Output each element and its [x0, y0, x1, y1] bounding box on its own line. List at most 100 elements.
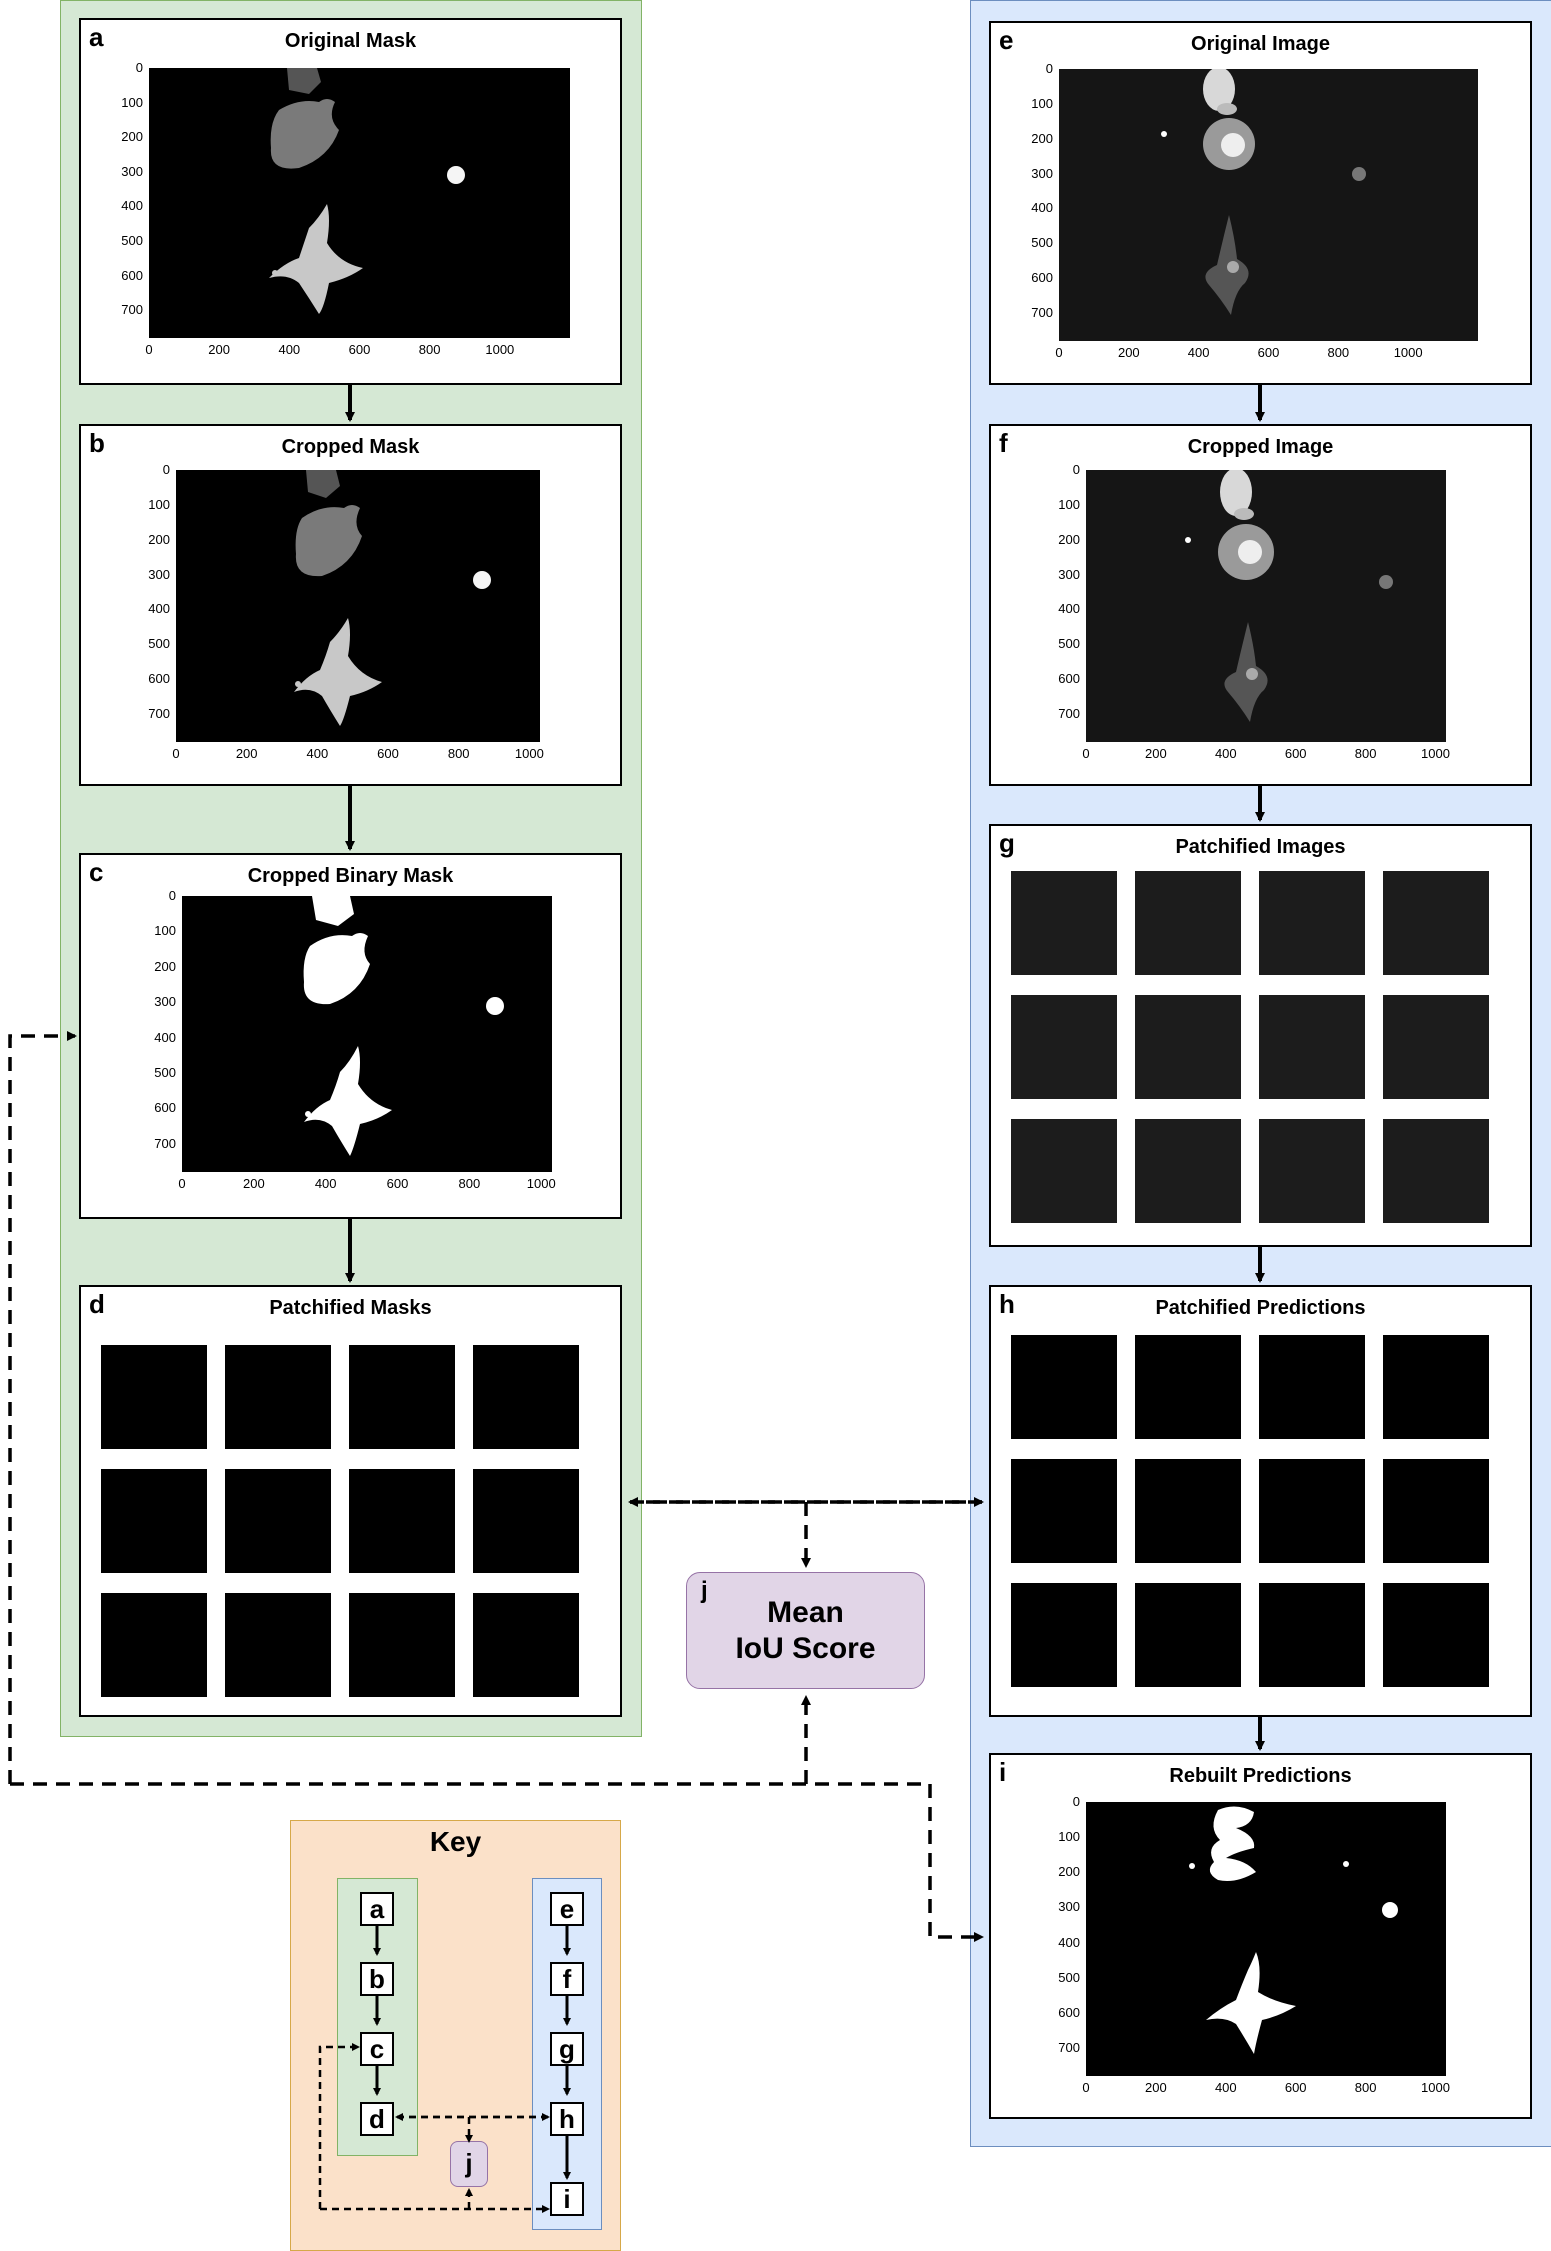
panel-d: d Patchified Masks [79, 1285, 622, 1717]
y-tick-label: 700 [154, 1135, 176, 1151]
image-plot [1086, 468, 1446, 742]
x-tick-label: 1000 [1421, 746, 1450, 761]
y-tick-label: 100 [1058, 1829, 1080, 1845]
binary-mask-plot [182, 896, 552, 1172]
patch-thumbnail [1259, 1119, 1365, 1223]
y-tick-label: 500 [1031, 235, 1053, 251]
patch-thumbnail [1383, 1583, 1489, 1687]
y-tick-label: 400 [148, 601, 170, 617]
mask-shapes [294, 470, 491, 726]
patch-thumbnail [1383, 1335, 1489, 1439]
mean-iou-box: j Mean IoU Score [686, 1572, 925, 1689]
panel-g: g Patchified Images [989, 824, 1532, 1247]
x-tick-label: 200 [1145, 2080, 1167, 2095]
y-tick-label: 500 [148, 636, 170, 652]
panel-letter: i [999, 1757, 1007, 1787]
y-tick-label: 600 [1031, 270, 1053, 286]
x-tick-label: 1000 [1393, 345, 1423, 360]
y-tick-label: 600 [154, 1100, 176, 1116]
patch-thumbnail [1383, 871, 1489, 975]
x-tick-label: 600 [1257, 345, 1280, 360]
x-tick-label: 0 [145, 342, 153, 357]
key-node-d: d [360, 2102, 394, 2136]
x-tick-label: 1000 [514, 746, 544, 761]
x-tick-label: 200 [1117, 345, 1140, 360]
patch-thumbnail [1259, 995, 1365, 1099]
panel-title: Patchified Predictions [1155, 1297, 1366, 1319]
patch-thumbnail [225, 1469, 331, 1573]
key-node-a: a [360, 1892, 394, 1926]
patch-thumbnail [349, 1593, 455, 1697]
y-tick-label: 300 [1058, 1899, 1080, 1915]
patch-thumbnail [1011, 1335, 1117, 1439]
x-tick-label: 400 [1214, 746, 1237, 761]
x-tick-label: 600 [377, 746, 399, 761]
y-tick-label: 0 [162, 462, 170, 477]
y-tick-label: 200 [154, 958, 176, 974]
x-tick-label: 400 [278, 342, 301, 357]
patch-thumbnail [1011, 995, 1117, 1099]
x-tick-label: 200 [208, 342, 230, 357]
panel-letter: h [999, 1289, 1015, 1319]
x-tick-label: 800 [418, 342, 441, 357]
patch-thumbnail [1135, 871, 1241, 975]
y-tick-label: 300 [121, 163, 143, 179]
mask-plot [176, 470, 540, 742]
panel-title: Cropped Binary Mask [247, 865, 454, 887]
y-tick-label: 400 [154, 1029, 176, 1045]
y-tick-label: 600 [148, 671, 170, 687]
iou-line-1: Mean [767, 1595, 844, 1629]
x-tick-label: 800 [1354, 746, 1377, 761]
panel-letter: f [999, 428, 1008, 458]
patch-thumbnail [1135, 1459, 1241, 1563]
panel-title: Cropped Mask [281, 436, 420, 458]
x-tick-label: 1000 [526, 1176, 556, 1191]
panel-title: Original Image [1191, 33, 1330, 55]
panel-title: Patchified Images [1175, 836, 1346, 858]
patch-thumbnail [1011, 1119, 1117, 1223]
panel-h: h Patchified Predictions [989, 1285, 1532, 1717]
y-tick-label: 400 [121, 198, 143, 214]
patch-thumbnail [1383, 1459, 1489, 1563]
patch-thumbnail [101, 1345, 207, 1449]
x-tick-label: 0 [1082, 2080, 1090, 2095]
x-tick-label: 200 [242, 1176, 265, 1191]
panel-letter: c [89, 857, 104, 887]
mask-shapes [303, 896, 504, 1156]
y-tick-label: 600 [121, 267, 143, 283]
x-tick-label: 400 [306, 746, 329, 761]
key-node-e: e [550, 1892, 584, 1926]
y-tick-label: 500 [1058, 636, 1080, 652]
image-shapes [1185, 468, 1393, 722]
mask-plot [149, 68, 570, 338]
x-tick-label: 200 [1145, 746, 1167, 761]
patch-thumbnail [349, 1345, 455, 1449]
key-node-h: h [550, 2102, 584, 2136]
x-tick-label: 200 [235, 746, 258, 761]
image-shapes [1161, 67, 1366, 315]
panel-title: Original Mask [284, 30, 417, 52]
y-tick-label: 0 [168, 888, 176, 903]
x-tick-label: 0 [172, 746, 180, 761]
y-tick-label: 700 [1058, 2039, 1080, 2055]
y-tick-label: 400 [1058, 1934, 1080, 1950]
x-tick-label: 0 [178, 1176, 186, 1191]
x-tick-label: 0 [1082, 746, 1090, 761]
y-tick-label: 0 [1045, 61, 1053, 76]
prediction-shapes [1189, 1806, 1398, 2054]
y-tick-label: 200 [148, 531, 170, 547]
y-tick-label: 0 [1072, 462, 1080, 477]
panel-letter: d [89, 1289, 105, 1319]
patch-thumbnail [473, 1593, 579, 1697]
iou-letter: j [701, 1577, 708, 1604]
y-tick-label: 700 [1058, 706, 1080, 722]
y-tick-label: 600 [1058, 2004, 1080, 2020]
key-node-b: b [360, 1962, 394, 1996]
image-plot [1059, 67, 1478, 341]
iou-line-2: IoU Score [735, 1631, 876, 1665]
patch-thumbnail [1259, 1583, 1365, 1687]
x-tick-label: 800 [458, 1176, 481, 1191]
